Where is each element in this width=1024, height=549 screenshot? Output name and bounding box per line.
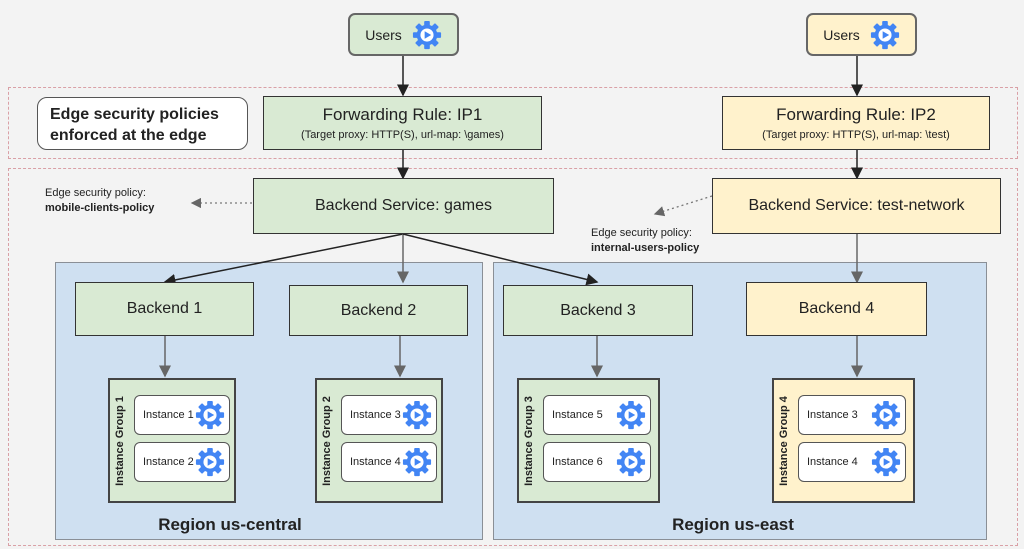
backend-service-games: Backend Service: games	[253, 178, 554, 234]
region-label-us-central: Region us-central	[158, 515, 302, 534]
instance-group-2: Instance Group 2 Instance 3 Instance 4	[315, 378, 443, 503]
forwarding-rule-title: Forwarding Rule: IP2	[776, 105, 936, 124]
arrow-policy-right	[653, 195, 713, 217]
edge-note-line1: Edge security policies	[50, 106, 219, 123]
edge-band	[8, 87, 1018, 159]
forwarding-rule-title: Forwarding Rule: IP1	[322, 105, 483, 124]
instance-card: Instance 4	[798, 442, 906, 482]
forwarding-rule-subtitle: (Target proxy: HTTP(S), url-map: \games)	[301, 129, 504, 141]
gear-play-icon	[616, 400, 646, 430]
gear-play-icon	[195, 400, 225, 430]
forwarding-rule-ip2: Forwarding Rule: IP2 (Target proxy: HTTP…	[722, 96, 990, 150]
instance-label: Instance 3	[807, 409, 858, 421]
arrow-service-to-backend-1	[163, 233, 404, 286]
gear-play-icon	[402, 400, 432, 430]
instance-label: Instance 1	[143, 409, 194, 421]
instance-group-label: Instance Group 4	[778, 395, 791, 486]
instance-label: Instance 2	[143, 456, 194, 468]
gear-play-icon	[195, 447, 225, 477]
policy-name: internal-users-policy	[591, 242, 700, 254]
backend-1: Backend 1	[75, 282, 254, 336]
backend-label: Backend 3	[560, 301, 636, 319]
policy-prefix: Edge security policy:	[591, 227, 692, 239]
gear-play-icon	[871, 447, 901, 477]
instance-group-3: Instance Group 3 Instance 5 Instance 6	[517, 378, 660, 503]
instance-group-label: Instance Group 1	[114, 395, 127, 486]
gear-play-icon	[871, 400, 901, 430]
instance-card: Instance 3	[341, 395, 437, 435]
users-label-left: Users	[365, 26, 402, 43]
instance-label: Instance 4	[807, 456, 858, 468]
policy-note-left: Edge security policy: mobile-clients-pol…	[45, 186, 195, 216]
instance-card: Instance 3	[798, 395, 906, 435]
backend-label: Backend 1	[126, 300, 203, 317]
backend-label: Backend 4	[798, 300, 875, 317]
instance-card: Instance 2	[134, 442, 230, 482]
instance-group-1: Instance Group 1 Instance 1 Instance 2	[108, 378, 236, 503]
instance-group-4: Instance Group 4 Instance 3 Instance 4	[772, 378, 915, 503]
instance-card: Instance 4	[341, 442, 437, 482]
backend-4: Backend 4	[746, 282, 927, 336]
policy-prefix: Edge security policy:	[45, 187, 146, 199]
backend-2: Backend 2	[289, 285, 468, 336]
instance-card: Instance 5	[543, 395, 651, 435]
instance-label: Instance 5	[552, 409, 603, 421]
users-box-left: Users	[348, 13, 459, 56]
instance-label: Instance 3	[350, 409, 401, 421]
gear-play-icon	[616, 447, 646, 477]
backend-band	[8, 168, 1018, 546]
forwarding-rule-subtitle: (Target proxy: HTTP(S), url-map: \test)	[762, 129, 950, 141]
region-label-us-east: Region us-east	[672, 515, 794, 534]
backend-service-test-network: Backend Service: test-network	[712, 178, 1001, 234]
instance-card: Instance 6	[543, 442, 651, 482]
forwarding-rule-ip1: Forwarding Rule: IP1 (Target proxy: HTTP…	[263, 96, 542, 150]
instance-card: Instance 1	[134, 395, 230, 435]
edge-note-line2: enforced at the edge	[50, 127, 207, 144]
gear-play-icon	[412, 20, 441, 49]
backend-3: Backend 3	[503, 285, 693, 336]
instance-label: Instance 4	[350, 456, 401, 468]
instance-label: Instance 6	[552, 456, 603, 468]
backend-service-title: Backend Service: test-network	[748, 197, 965, 214]
edge-security-note: Edge security policies enforced at the e…	[37, 97, 248, 150]
backend-label: Backend 2	[340, 301, 417, 319]
instance-group-label: Instance Group 3	[523, 395, 536, 486]
gear-play-icon	[870, 20, 899, 49]
policy-name: mobile-clients-policy	[45, 202, 155, 214]
backend-service-title: Backend Service: games	[315, 197, 492, 214]
gear-play-icon	[402, 447, 432, 477]
arrow-service-to-backend-3	[402, 233, 599, 286]
policy-note-right: Edge security policy: internal-users-pol…	[591, 226, 741, 256]
users-label-right: Users	[823, 26, 860, 43]
instance-group-label: Instance Group 2	[321, 395, 334, 486]
users-box-right: Users	[806, 13, 917, 56]
